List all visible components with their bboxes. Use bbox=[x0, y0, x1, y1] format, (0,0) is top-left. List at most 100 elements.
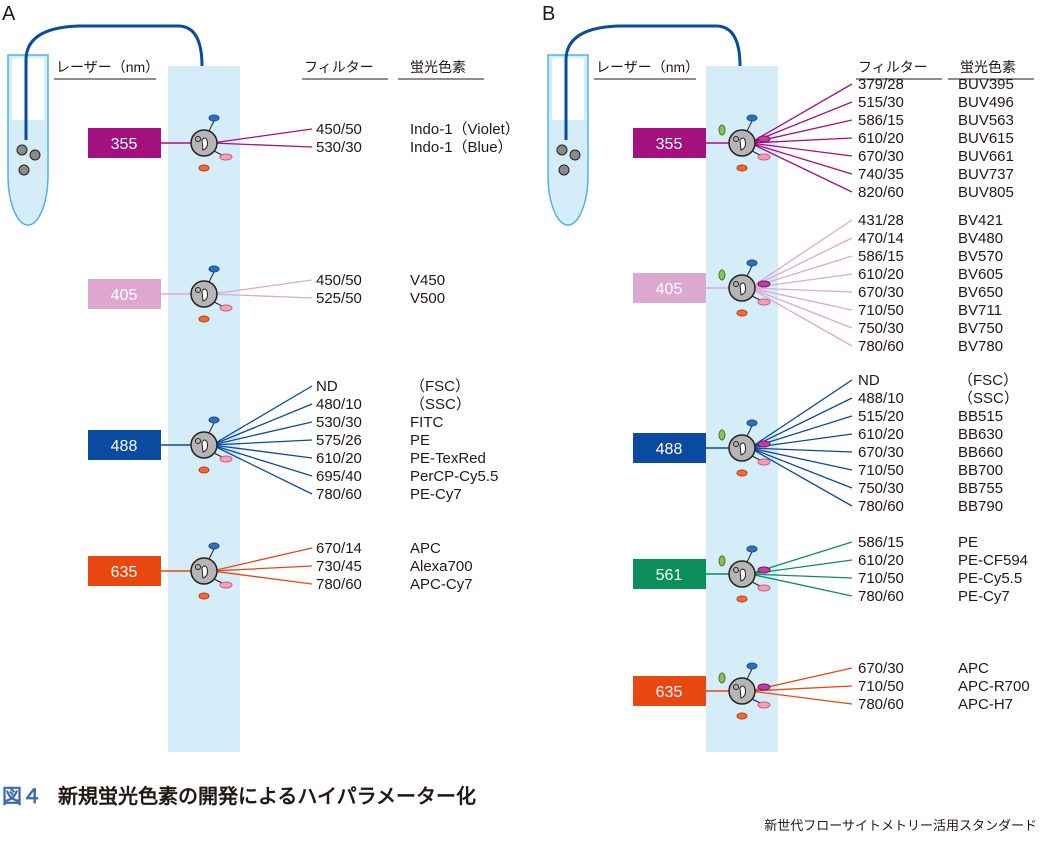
pink-antibody bbox=[219, 455, 233, 463]
filter-value: 710/50 bbox=[858, 678, 904, 695]
dye-name: APC bbox=[410, 540, 441, 557]
emission-line bbox=[749, 287, 853, 311]
emission-line bbox=[749, 287, 853, 293]
flow-channel bbox=[706, 66, 778, 752]
laser-header: レーザー（nm） bbox=[56, 59, 159, 75]
green-antibody bbox=[718, 672, 726, 684]
pink-antibody bbox=[757, 701, 771, 709]
filter-value: 586/15 bbox=[858, 112, 904, 129]
orange-antibody bbox=[198, 466, 210, 474]
pink-antibody bbox=[757, 153, 771, 161]
dye-name: BB660 bbox=[958, 444, 1003, 461]
filter-value: 379/28 bbox=[858, 76, 904, 93]
filter-value: 780/60 bbox=[858, 588, 904, 605]
nucleus bbox=[201, 137, 208, 151]
emission-line bbox=[749, 447, 853, 489]
laser-wavelength: 488 bbox=[656, 441, 683, 458]
dye-name: BV650 bbox=[958, 284, 1003, 301]
filter-value: ND bbox=[858, 372, 880, 389]
magenta-antibody bbox=[757, 566, 771, 574]
laser-wavelength: 635 bbox=[111, 564, 138, 581]
cell-icon bbox=[18, 164, 30, 176]
filter-value: 488/10 bbox=[858, 390, 904, 407]
nucleus bbox=[739, 282, 746, 296]
emission-line bbox=[749, 83, 853, 144]
dye-name: BUV737 bbox=[958, 166, 1014, 183]
pink-antibody bbox=[757, 298, 771, 306]
nucleus bbox=[739, 137, 746, 151]
cell-icon bbox=[718, 259, 771, 317]
nucleus bbox=[201, 439, 208, 453]
emission-line bbox=[211, 421, 313, 446]
book-title-footer: 新世代フローサイトメトリー活用スタンダード bbox=[764, 819, 1037, 834]
nucleus bbox=[201, 565, 208, 579]
filter-value: 780/60 bbox=[858, 498, 904, 515]
laser-box bbox=[88, 430, 161, 460]
blue-antibody bbox=[208, 542, 220, 550]
emission-line bbox=[749, 447, 853, 471]
filter-value: 750/30 bbox=[858, 480, 904, 497]
cell-icon bbox=[16, 144, 28, 156]
dye-name: Indo-1（Blue） bbox=[410, 139, 513, 156]
orange-antibody bbox=[198, 592, 210, 600]
dye-name: BUV661 bbox=[958, 148, 1014, 165]
orange-antibody bbox=[736, 164, 748, 172]
emission-line bbox=[749, 397, 853, 449]
emission-line bbox=[211, 565, 313, 572]
filter-value: 670/30 bbox=[858, 284, 904, 301]
dye-name: V500 bbox=[410, 290, 445, 307]
dye-name: PE-Cy7 bbox=[958, 588, 1010, 605]
nucleus bbox=[739, 685, 746, 699]
filter-value: 670/30 bbox=[858, 444, 904, 461]
magenta-antibody bbox=[757, 280, 771, 288]
green-antibody bbox=[718, 269, 726, 281]
dye-name: PE-Cy5.5 bbox=[958, 570, 1022, 587]
laser-box bbox=[633, 676, 706, 706]
emission-line bbox=[211, 444, 313, 495]
filter-value: 710/50 bbox=[858, 570, 904, 587]
filter-value: 610/20 bbox=[858, 266, 904, 283]
pink-antibody bbox=[757, 584, 771, 592]
filter-value: 450/50 bbox=[316, 272, 362, 289]
nucleus bbox=[739, 442, 746, 456]
emission-line bbox=[749, 447, 853, 453]
cell-icon bbox=[718, 419, 771, 477]
filter-value: 515/20 bbox=[858, 408, 904, 425]
emission-line bbox=[749, 142, 853, 193]
emission-line bbox=[749, 573, 853, 597]
laser-wavelength: 355 bbox=[111, 136, 138, 153]
nucleus bbox=[201, 288, 208, 302]
dye-name: BUV496 bbox=[958, 94, 1014, 111]
emission-line bbox=[749, 573, 853, 579]
filter-header: フィルター bbox=[304, 59, 374, 75]
cell-icon bbox=[718, 662, 771, 720]
dye-header: 蛍光色素 bbox=[960, 59, 1016, 75]
flow-channel bbox=[168, 66, 240, 752]
filter-value: 610/20 bbox=[858, 552, 904, 569]
dye-name: BB630 bbox=[958, 426, 1003, 443]
dye-name: FITC bbox=[410, 414, 443, 431]
dye-name: BV780 bbox=[958, 338, 1003, 355]
tube-empty-space bbox=[552, 58, 584, 120]
sample-tubing bbox=[24, 24, 204, 140]
laser-box bbox=[88, 128, 161, 158]
dye-name: APC bbox=[958, 660, 989, 677]
filter-value: 695/40 bbox=[316, 468, 362, 485]
emission-line bbox=[749, 447, 853, 507]
filter-value: 780/60 bbox=[316, 576, 362, 593]
emission-line bbox=[211, 279, 313, 295]
dye-name: BV570 bbox=[958, 248, 1003, 265]
emission-line bbox=[749, 287, 853, 329]
laser-wavelength: 635 bbox=[656, 684, 683, 701]
filter-value: 670/30 bbox=[858, 148, 904, 165]
emission-line bbox=[211, 444, 313, 459]
emission-line bbox=[749, 137, 853, 144]
orange-antibody bbox=[736, 595, 748, 603]
laser-box bbox=[88, 556, 161, 586]
emission-line bbox=[211, 293, 313, 299]
